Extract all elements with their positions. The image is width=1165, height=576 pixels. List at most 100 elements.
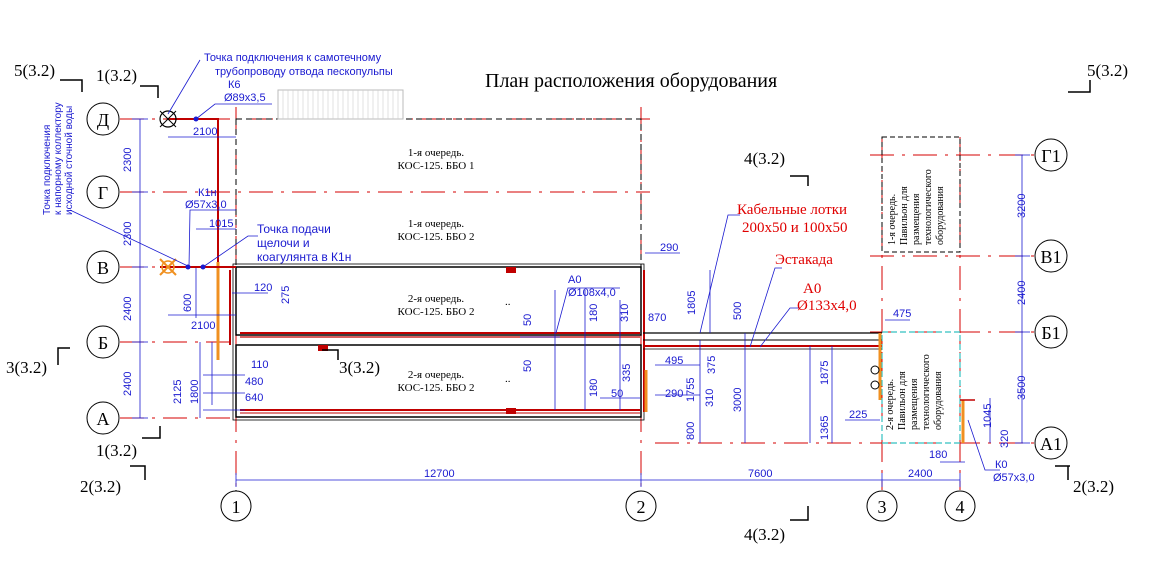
svg-text:2-я очередь.: 2-я очередь. bbox=[885, 379, 896, 430]
axis-label-a1: А1 bbox=[1040, 434, 1062, 454]
dim-2125: 2125 bbox=[172, 380, 184, 404]
alkali-point-line2: щелочи и bbox=[257, 236, 310, 250]
axis-label-g1: Г1 bbox=[1041, 146, 1060, 166]
svg-text:технологического: технологического bbox=[921, 354, 932, 430]
dim-500: 500 bbox=[732, 302, 744, 320]
k1n-pipe-label: Ø57х3,0 bbox=[185, 199, 227, 211]
dim-110: 110 bbox=[251, 359, 269, 371]
estakada-label: Эстакада bbox=[775, 252, 833, 268]
dim-1805: 1805 bbox=[686, 291, 698, 315]
cable-trays-line2: 200х50 и 100х50 bbox=[742, 220, 848, 236]
dim-2300-a: 2300 bbox=[122, 148, 134, 172]
dim-870: 870 bbox=[648, 312, 666, 324]
section-mark-1-top: 1(3.2) bbox=[96, 66, 137, 85]
axis-label-v1: В1 bbox=[1040, 247, 1061, 267]
dim-495: 495 bbox=[665, 355, 683, 367]
axis-label-4: 4 bbox=[956, 497, 965, 517]
dim-800: 800 bbox=[685, 422, 697, 440]
k1n-label: К1н bbox=[198, 187, 217, 199]
dim-290-top: 290 bbox=[660, 242, 678, 254]
axis-label-1: 1 bbox=[232, 497, 241, 517]
dim-1875: 1875 bbox=[819, 361, 831, 385]
svg-text:технологического: технологического bbox=[923, 169, 934, 245]
section-mark-2-right: 2(3.2) bbox=[1073, 477, 1114, 496]
section-mark-1-bottom: 1(3.2) bbox=[96, 441, 137, 460]
dim-1800: 1800 bbox=[189, 380, 201, 404]
dim-50-b: 50 bbox=[522, 360, 534, 372]
dim-180-right: 180 bbox=[929, 449, 947, 461]
section-mark-5-left: 5(3.2) bbox=[14, 61, 55, 80]
dim-180-a: 180 bbox=[588, 304, 600, 322]
dim-50-low: 50 bbox=[611, 388, 623, 400]
dim-2400-horizontal: 2400 bbox=[908, 468, 932, 480]
dim-7600: 7600 bbox=[748, 468, 772, 480]
dim-120: 120 bbox=[254, 282, 272, 294]
bbo2-q2a-line2: КОС-125. ББО 2 bbox=[398, 306, 475, 318]
section-mark-2-left: 2(3.2) bbox=[80, 477, 121, 496]
a0-small-label: А0 bbox=[568, 274, 581, 286]
dim-50-a: 50 bbox=[522, 314, 534, 326]
k0-label: К0 bbox=[995, 459, 1008, 471]
axis-label-2: 2 bbox=[637, 497, 646, 517]
dim-2400-b: 2400 bbox=[122, 372, 134, 396]
pavilion-q2-label: 2-я очередь. Павильон для размещения тех… bbox=[885, 354, 944, 430]
svg-text:Павильон для: Павильон для bbox=[897, 371, 908, 430]
svg-text:размещения: размещения bbox=[909, 378, 920, 430]
svg-text:оборудования: оборудования bbox=[933, 371, 944, 430]
section-mark-4-top: 4(3.2) bbox=[744, 149, 785, 168]
section-marks: 5(3.2) 1(3.2) 5(3.2) 1(3.2) 2(3.2) 2(3.2… bbox=[6, 61, 1128, 544]
dim-2100-mid: 2100 bbox=[191, 320, 215, 332]
k6-label: К6 bbox=[228, 79, 241, 91]
sand-connection-line2: трубопроводу отвода пескопульпы bbox=[215, 66, 393, 78]
bbo1-q1-line1: 1-я очередь. bbox=[408, 147, 464, 159]
cable-trays-line1: Кабельные лотки bbox=[737, 202, 847, 218]
dim-320: 320 bbox=[999, 430, 1011, 448]
dim-180-b: 180 bbox=[588, 379, 600, 397]
pavilion-q1-label: 1-я очередь. Павильон для размещения тех… bbox=[887, 169, 946, 245]
axis-label-d: Д bbox=[97, 110, 109, 130]
callouts: Точка подключения к самотечному трубопро… bbox=[42, 52, 1035, 484]
buildings bbox=[232, 89, 961, 444]
k6-pipe-label: Ø89х3,5 bbox=[224, 92, 266, 104]
section-mark-3-left: 3(3.2) bbox=[6, 358, 47, 377]
axis-label-b1: Б1 bbox=[1041, 323, 1060, 343]
svg-text:Точка подключения: Точка подключения bbox=[42, 125, 53, 215]
bbo2-q1-line2: КОС-125. ББО 2 bbox=[398, 231, 475, 243]
dim-2400-a: 2400 bbox=[122, 297, 134, 321]
dim-1045: 1045 bbox=[982, 404, 994, 428]
dim-310-b: 310 bbox=[704, 389, 716, 407]
svg-text:исходной сточной воды: исходной сточной воды bbox=[64, 106, 75, 215]
dimension-texts: 2100 2100 1015 120 110 480 640 290 870 4… bbox=[122, 126, 1028, 480]
bbo2-q2b-line1: 2-я очередь. bbox=[408, 369, 464, 381]
alkali-point-line1: Точка подачи bbox=[257, 222, 331, 236]
a0-big-label: А0 bbox=[803, 281, 821, 297]
section-mark-3-mid: 3(3.2) bbox=[339, 358, 380, 377]
svg-text:1-я очередь.: 1-я очередь. bbox=[887, 194, 898, 245]
dim-600: 600 bbox=[182, 294, 194, 312]
axis-label-g: Г bbox=[98, 183, 108, 203]
svg-text:размещения: размещения bbox=[911, 193, 922, 245]
column-axis-bubbles: 1 2 3 4 bbox=[220, 490, 976, 522]
dim-375: 375 bbox=[706, 356, 718, 374]
dim-2400-right: 2400 bbox=[1016, 281, 1028, 305]
leader-lines bbox=[69, 59, 1000, 471]
dim-475: 475 bbox=[893, 308, 911, 320]
dim-1015: 1015 bbox=[209, 218, 233, 230]
dimension-lines bbox=[132, 118, 1030, 487]
dim-2300-b: 2300 bbox=[122, 222, 134, 246]
row-axis-bubbles: Д Г В Б А Г1 В1 Б1 А1 bbox=[86, 102, 1068, 460]
sand-connection-line1: Точка подключения к самотечному bbox=[204, 52, 382, 64]
alkali-point-line3: коагулянта в К1н bbox=[257, 250, 351, 264]
dim-310-a: 310 bbox=[619, 304, 631, 322]
axis-label-a: А bbox=[97, 409, 110, 429]
collector-connection-label: Точка подключения к напорному коллектору… bbox=[42, 102, 75, 215]
section-mark-4-bottom: 4(3.2) bbox=[744, 525, 785, 544]
dim-335: 335 bbox=[621, 364, 633, 382]
dim-3500: 3500 bbox=[1016, 376, 1028, 400]
dim-2100-top: 2100 bbox=[193, 126, 217, 138]
svg-text:оборудования: оборудования bbox=[935, 186, 946, 245]
section-mark-5-right: 5(3.2) bbox=[1087, 61, 1128, 80]
dots-marker: .. bbox=[505, 296, 511, 308]
dim-1365: 1365 bbox=[819, 416, 831, 440]
